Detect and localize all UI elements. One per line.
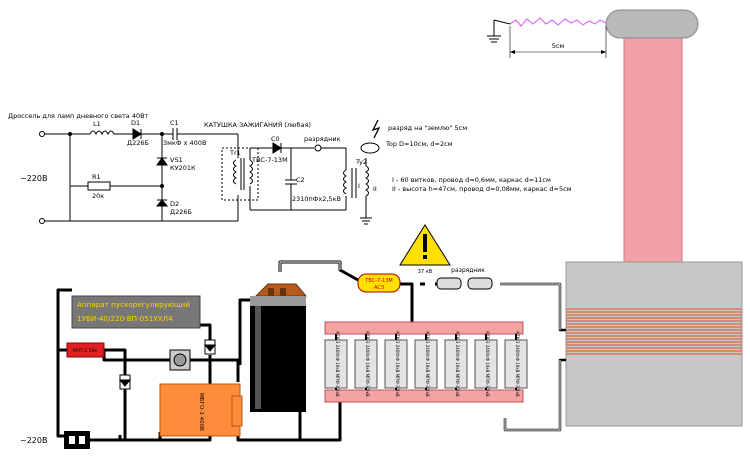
gap-label: разрядник	[304, 135, 341, 143]
apparatus-line1: Аппарат пускорегулирующий	[77, 300, 190, 309]
primary-base	[565, 261, 743, 427]
apparatus-box	[71, 295, 201, 329]
spark-label: разряд на "землю" 5см	[388, 124, 467, 132]
circuit-schematic	[44, 119, 381, 225]
tr1-type: ТВС-7-13М	[251, 156, 288, 164]
spark-gap	[436, 277, 493, 290]
c0-label: C0	[271, 135, 280, 143]
r1-value: 20к	[92, 192, 104, 200]
power-components	[118, 339, 217, 390]
transformer-tag-label: ТВС-7-13М	[364, 278, 392, 284]
coil-label: КАТУШКА ЗАЖИГАНИЯ (любая)	[204, 121, 311, 129]
c2-value: 2310пФх2,5кВ	[292, 195, 341, 203]
hv-capacitor-label: КТК-3 2400пФ 10кВ МПФ-3 5кВ	[425, 331, 430, 397]
secondary-column	[623, 29, 683, 265]
w-ii-label: II	[373, 185, 377, 193]
d2-label: D2	[170, 200, 179, 208]
spark-gap-label: разрядник	[451, 267, 485, 274]
c1-label: C1	[170, 119, 179, 127]
w-i-label: I	[358, 182, 360, 190]
r1-label: R1	[92, 173, 101, 181]
top-label: Top D=10см, d=2см	[385, 140, 453, 148]
ballast-capacitor	[159, 383, 241, 437]
schematic-mains: ~220В	[20, 174, 47, 183]
d2-type: Д226Б	[170, 208, 192, 216]
ty2-label: Ty2	[355, 158, 367, 166]
hv-capacitor-label: КТК-3 2400пФ 10кВ МПФ-3 5кВ	[365, 331, 370, 397]
hv-capacitor-label: КТК-3 2400пФ 10кВ МПФ-3 5кВ	[485, 331, 490, 397]
schematic-terminals	[39, 131, 164, 224]
flyback-transformer	[250, 283, 308, 412]
winding2-label: II - высота h=47см, провод d=0,08мм, кар…	[392, 185, 572, 193]
distance-label: 5см	[552, 42, 565, 50]
vs1-type: КУ201К	[170, 164, 196, 172]
apparatus-line2: 1УБИ-40/220-ВП-051УХЛ4	[77, 314, 173, 323]
schematic-labels: Дроссель для ламп дневного света 40Вт L1…	[8, 112, 572, 216]
warning-label: 37 кВ	[418, 269, 433, 275]
red-resistor	[66, 342, 105, 358]
assembly-mains: ~220В	[20, 436, 47, 445]
capacitor-bank: КТК-3 2400пФ 10кВ МПФ-3 5кВ КТК-3 2400пФ …	[324, 321, 528, 403]
hv-capacitor-label: КТК-3 2400пФ 10кВ МПФ-3 5кВ	[515, 331, 520, 397]
c2-label: C2	[296, 176, 305, 184]
mains-plug	[64, 431, 90, 449]
hv-capacitor-label: КТК-3 2400пФ 10кВ МПФ-3 5кВ	[455, 331, 460, 397]
vs1-label: VS1	[170, 156, 183, 164]
top-toroid	[605, 9, 699, 39]
ballast-label: МБГО-1 400В	[198, 393, 204, 431]
wire-highlights	[279, 261, 561, 431]
transformer-tag	[357, 273, 401, 293]
d1-type: Д226Б	[127, 139, 149, 147]
hv-capacitor-label: КТК-3 2400пФ 10кВ МПФ-3 5кВ	[395, 331, 400, 397]
spark-arc	[487, 17, 607, 58]
winding1-label: I - 60 витков, провод d=0,6мм, каркас d=…	[392, 176, 551, 184]
red-resistor-label: МЛТ-2 20к	[73, 348, 98, 354]
tr1-label: Тr1	[229, 149, 241, 157]
choke-label: Дроссель для ламп дневного света 40Вт	[8, 112, 149, 120]
c1-value: 3мкФ х 400В	[163, 139, 206, 147]
transformer-tag-sub: АСЗ	[374, 285, 384, 291]
primary-winding	[566, 308, 742, 355]
l1-label: L1	[93, 120, 101, 128]
d1-label: D1	[131, 119, 140, 127]
tesla-coil	[565, 9, 743, 427]
hv-capacitor-label: КТК-3 2400пФ 10кВ МПФ-3 5кВ	[335, 331, 340, 397]
